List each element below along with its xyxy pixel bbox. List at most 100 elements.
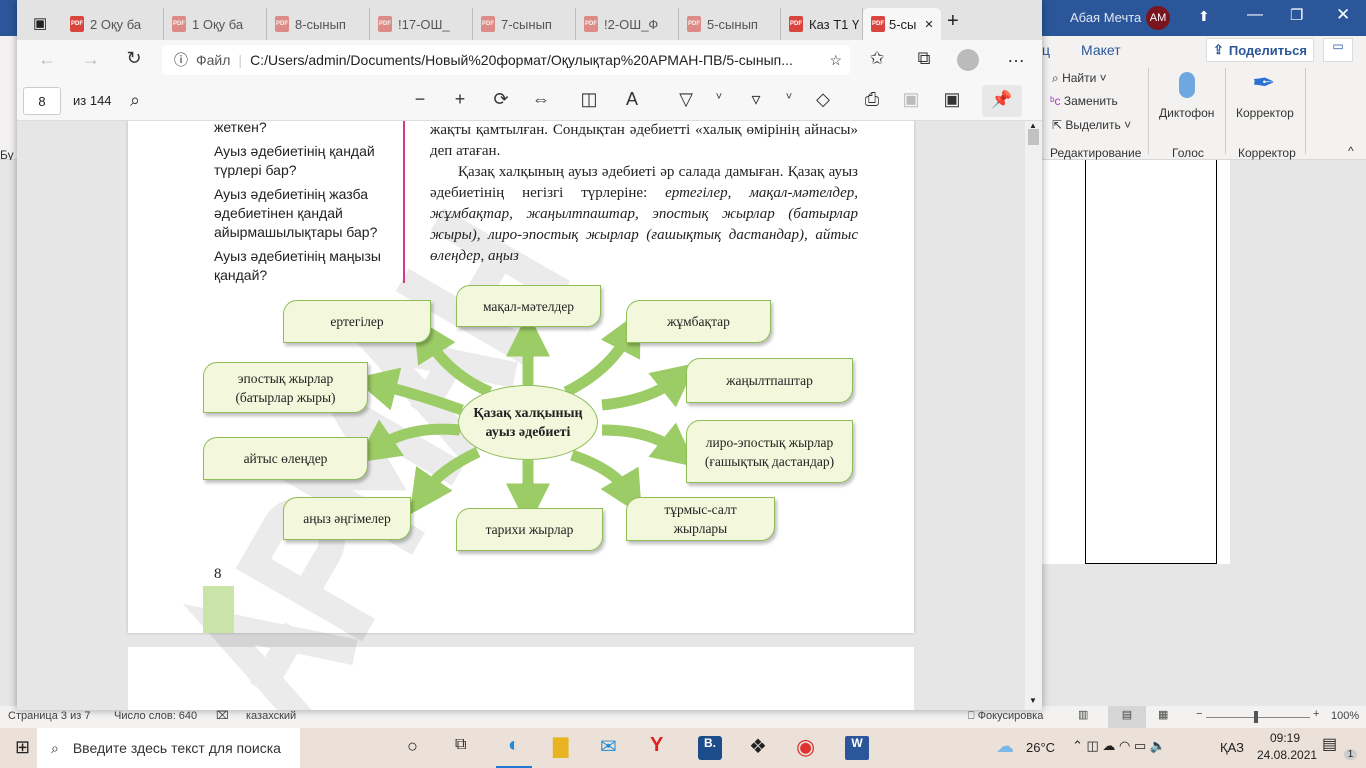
search-icon: ⌕: [51, 739, 59, 756]
zoom-out-button[interactable]: −: [1196, 708, 1203, 720]
highlight-options-chevron-icon[interactable]: ˅: [785, 91, 793, 103]
read-mode-icon[interactable]: ▥: [1078, 709, 1089, 721]
focus-button[interactable]: ⎕ Фокусировка: [968, 710, 1044, 722]
share-icon: ⇪: [1213, 42, 1224, 57]
explorer-taskbar-icon[interactable]: ▇: [553, 736, 569, 758]
read-aloud-icon[interactable]: A: [625, 89, 638, 109]
input-language[interactable]: ҚАЗ: [1220, 740, 1244, 755]
web-layout-icon[interactable]: ▦: [1158, 709, 1169, 721]
tray-icons[interactable]: ⌃ ◫ ☁ ◠ ▭ 🔈: [1072, 738, 1167, 753]
pdf-toolbar: 8 из 144 ⌕ − + ⟳ ⇔ ◫ A ▽ ˅ ▿ ˅ ◇ ⎙ ▣ ▣ 📌: [17, 80, 1042, 121]
refresh-button[interactable]: ↻: [126, 48, 142, 68]
tab-layout[interactable]: Макет: [1081, 42, 1121, 58]
url-text[interactable]: C:/Users/admin/Documents/Новый%20формат/…: [250, 52, 793, 68]
zoom-level[interactable]: 100%: [1331, 710, 1360, 722]
avatar[interactable]: АМ: [1146, 6, 1170, 30]
status-words[interactable]: Число слов: 640: [114, 710, 198, 722]
draw-icon[interactable]: ▽: [679, 89, 693, 109]
search-icon[interactable]: ⌕: [129, 90, 141, 110]
add-favorite-icon[interactable]: ☆: [829, 51, 842, 68]
replace-button[interactable]: ᵇc Заменить: [1050, 94, 1118, 108]
clock-date[interactable]: 24.08.2021: [1257, 748, 1318, 762]
info-icon[interactable]: ⓘ: [174, 52, 188, 68]
scrollbar-thumb[interactable]: [1028, 129, 1039, 145]
yandex-taskbar-icon[interactable]: Y: [650, 734, 664, 756]
favorites-icon[interactable]: ✩: [869, 48, 885, 68]
tab[interactable]: PDF!17-ОШ_: [370, 8, 473, 40]
print-layout-icon[interactable]: ▤: [1108, 706, 1146, 728]
pin-toolbar-icon[interactable]: 📌: [982, 85, 1022, 117]
tab-actions-icon[interactable]: ▣: [33, 15, 48, 32]
notifications-icon[interactable]: ▤: [1322, 736, 1338, 753]
minimize-button[interactable]: —: [1247, 6, 1263, 23]
search-placeholder: Введите здесь текст для поиска: [72, 740, 281, 756]
close-tab-icon[interactable]: ✕: [924, 18, 934, 31]
booking-taskbar-icon[interactable]: B.: [698, 736, 722, 760]
find-button[interactable]: ⌕ Найти ˅: [1052, 71, 1107, 85]
collapse-ribbon-icon[interactable]: ^: [1348, 144, 1354, 158]
corrector-button[interactable]: Корректор: [1236, 106, 1294, 120]
arrow: [601, 362, 697, 411]
proofing-icon[interactable]: ⌧: [216, 710, 229, 722]
eraser-icon[interactable]: ◇: [816, 89, 830, 109]
save-icon[interactable]: ▣: [902, 89, 920, 109]
zoom-in-button[interactable]: +: [1313, 708, 1320, 720]
zoom-slider[interactable]: [1206, 711, 1310, 723]
fit-width-icon[interactable]: ⇔: [532, 89, 550, 109]
close-button[interactable]: ✕: [1336, 5, 1351, 24]
draw-options-chevron-icon[interactable]: ˅: [715, 91, 723, 103]
page-number-input[interactable]: 8: [23, 87, 61, 115]
mail-taskbar-icon[interactable]: ✉: [600, 736, 617, 758]
ribbon-cut-text: Бу: [0, 148, 14, 162]
back-button[interactable]: ←: [38, 49, 56, 69]
save-as-icon[interactable]: ▣: [943, 89, 961, 109]
diagram-node: айтыс өлеңдер: [203, 437, 368, 480]
forward-button[interactable]: →: [82, 49, 100, 69]
new-tab-button[interactable]: +: [947, 10, 959, 32]
highlight-icon[interactable]: ▿: [751, 89, 761, 109]
chrome-taskbar-icon[interactable]: ◉: [796, 734, 816, 759]
cortana-icon[interactable]: ○: [407, 736, 418, 756]
dropbox-taskbar-icon[interactable]: ❖: [749, 736, 767, 758]
pdf-icon: PDF: [70, 16, 84, 32]
page-total: из 144: [73, 93, 112, 108]
share-button[interactable]: ⇪Поделиться: [1206, 38, 1314, 62]
clock-time[interactable]: 09:19: [1270, 731, 1301, 745]
rotate-icon[interactable]: ⟳: [493, 89, 509, 109]
taskbar-search[interactable]: ⌕ Введите здесь текст для поиска: [37, 728, 300, 768]
weather-icon[interactable]: ☁: [996, 736, 1014, 756]
status-language[interactable]: казахский: [246, 710, 297, 722]
more-menu-icon[interactable]: …: [1007, 46, 1025, 66]
tab[interactable]: PDF!2-ОШ_Ф: [576, 8, 679, 40]
weather-temp[interactable]: 26°C: [1026, 740, 1056, 755]
microphone-icon[interactable]: [1179, 72, 1195, 98]
comments-button[interactable]: ▭: [1323, 38, 1353, 62]
scrollbar[interactable]: ▲ ▼: [1025, 121, 1042, 710]
arrow: [563, 310, 641, 397]
print-icon[interactable]: ⎙: [864, 89, 880, 109]
zoom-in-button[interactable]: +: [454, 89, 466, 109]
collections-icon[interactable]: ⧉: [917, 48, 931, 68]
windows-start-icon[interactable]: ⊞: [15, 737, 31, 757]
profile-icon[interactable]: [957, 49, 979, 71]
page-view-icon[interactable]: ◫: [580, 89, 598, 109]
task-view-icon[interactable]: ⧉: [455, 736, 467, 753]
edge-taskbar-icon[interactable]: ◐: [496, 734, 532, 768]
address-bar[interactable]: ⓘ Файл | C:/Users/admin/Documents/Новый%…: [162, 45, 850, 75]
zoom-slider-thumb[interactable]: [1254, 711, 1258, 723]
status-page[interactable]: Страница 3 из 7: [8, 710, 91, 722]
select-button[interactable]: ⇱ Выделить ˅: [1052, 118, 1132, 132]
dictation-button[interactable]: Диктофон: [1159, 106, 1215, 120]
zoom-out-button[interactable]: −: [414, 89, 426, 109]
tab-partial[interactable]: ц: [1042, 42, 1051, 58]
ribbon-display-icon[interactable]: ⬆: [1198, 8, 1210, 24]
word-taskbar-icon[interactable]: W: [845, 736, 869, 760]
restore-button[interactable]: ❐: [1290, 7, 1304, 24]
